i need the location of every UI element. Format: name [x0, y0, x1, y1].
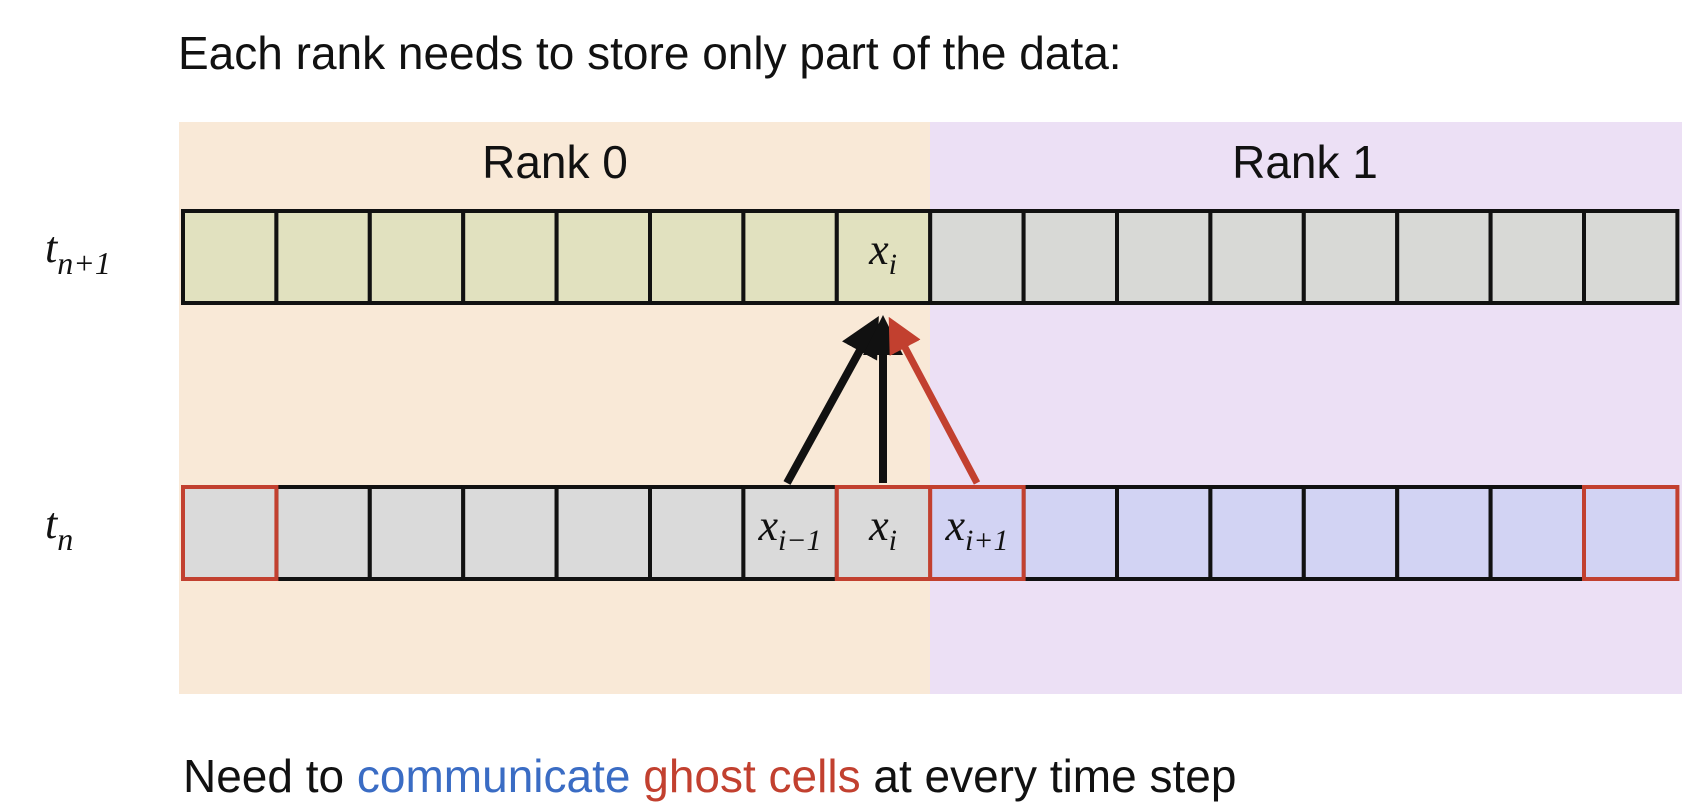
- label-next-xi-sub: i: [889, 248, 897, 281]
- cell-next-0: [181, 209, 279, 305]
- arrow-from-xim1: [783, 315, 879, 485]
- cell-next-7: [834, 209, 933, 305]
- time-label-next-sub: n+1: [57, 245, 111, 281]
- cell-next-15: [1582, 209, 1680, 305]
- cell-next-5: [648, 209, 746, 305]
- time-label-current: tn: [45, 499, 73, 557]
- cell-next-12: [1301, 209, 1400, 305]
- label-next-xi-base: x: [868, 225, 889, 274]
- cell-next-9: [1021, 209, 1119, 305]
- cell-next-4: [554, 209, 652, 305]
- cell-cur-9: [1021, 485, 1119, 581]
- footer-note: Need to communicate ghost cells at every…: [183, 749, 1236, 803]
- cell-next-11: [1208, 209, 1306, 305]
- cell-cur-12: [1301, 485, 1400, 581]
- ghost-cell-right-boundary: [1582, 485, 1680, 581]
- rank-0-label: Rank 0: [482, 136, 628, 188]
- cell-next-13: [1395, 209, 1493, 305]
- cell-cur-3: [461, 485, 559, 581]
- time-label-current-sub: n: [57, 521, 73, 557]
- ghost-cell-rank0-xi: [834, 485, 933, 581]
- footer-text-1: Need to: [183, 750, 357, 802]
- footer-text-2: at every time step: [860, 750, 1237, 802]
- label-cur-xi-sub: i: [889, 524, 897, 557]
- footer-space: [630, 750, 643, 802]
- arrow-from-xip1: [888, 316, 981, 485]
- cell-next-10: [1115, 209, 1213, 305]
- cell-next-6: [741, 209, 839, 305]
- label-cur-xim1-base: x: [757, 501, 778, 550]
- label-cur-xip1-base: x: [944, 501, 965, 550]
- rank-0-region: [179, 122, 930, 694]
- cell-next-3: [461, 209, 559, 305]
- ghost-cell-rank1-xip1: [928, 485, 1026, 581]
- cell-next-14: [1488, 209, 1586, 305]
- cell-next-8: [928, 209, 1026, 305]
- cell-cur-10: [1115, 485, 1213, 581]
- label-cur-xi: xi: [868, 501, 897, 557]
- cell-cur-14: [1488, 485, 1586, 581]
- label-next-xi: xi: [868, 225, 897, 281]
- cell-cur-11: [1208, 485, 1306, 581]
- cell-cur-4: [554, 485, 652, 581]
- footer-ghost-cells: ghost cells: [643, 750, 861, 802]
- label-cur-xip1-sub: i+1: [965, 524, 1009, 557]
- time-label-current-base: t: [45, 499, 59, 548]
- label-cur-xim1: xi−1: [757, 501, 821, 557]
- ghost-cell-left-boundary: [181, 485, 279, 581]
- cell-cur-2: [367, 485, 466, 581]
- row-t-current: [181, 485, 1680, 581]
- label-cur-xim1-sub: i−1: [778, 524, 822, 557]
- cell-cur-6: [741, 485, 839, 581]
- heading: Each rank needs to store only part of th…: [178, 27, 1122, 79]
- cell-cur-1: [274, 485, 372, 581]
- rank-1-label: Rank 1: [1232, 136, 1378, 188]
- time-label-next: tn+1: [45, 223, 111, 281]
- time-label-next-base: t: [45, 223, 59, 272]
- cell-cur-13: [1395, 485, 1493, 581]
- label-cur-xip1: xi+1: [944, 501, 1008, 557]
- footer-communicate: communicate: [356, 750, 631, 802]
- row-t-next: [181, 209, 1680, 305]
- cell-next-2: [367, 209, 466, 305]
- label-cur-xi-base: x: [868, 501, 889, 550]
- cell-cur-5: [648, 485, 746, 581]
- rank-1-region: [930, 122, 1682, 694]
- cell-next-1: [274, 209, 372, 305]
